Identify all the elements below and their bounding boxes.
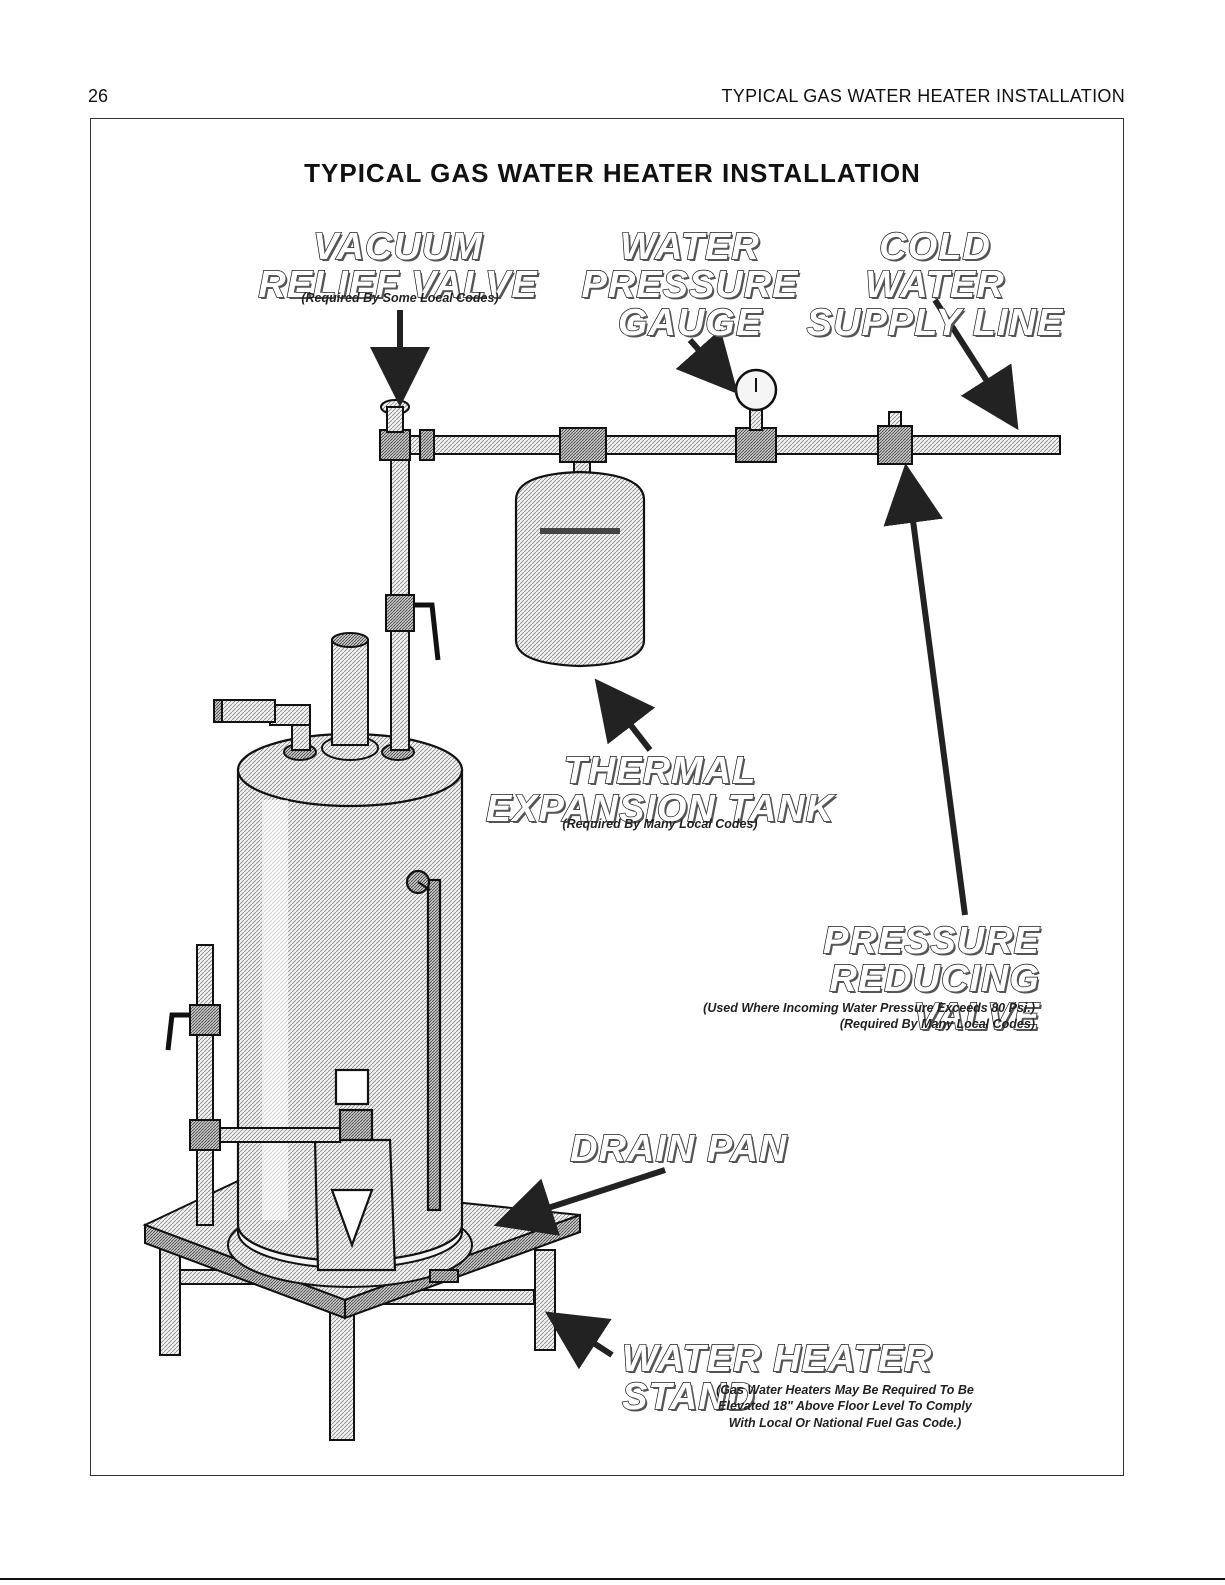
label-drain-pan: DRAIN PAN xyxy=(569,1128,788,1170)
label-water-heater-stand: WATER HEATER STAND xyxy=(621,1338,933,1418)
label-line: COLD WATER xyxy=(865,226,1005,306)
note-line: (Required By Many Local Codes) xyxy=(839,1017,1035,1032)
note-vacuum-relief-valve: (Required By Some Local Codes) xyxy=(301,291,499,305)
label-line: GAUGE xyxy=(617,302,763,344)
note-water-heater-stand: (Gas Water Heaters May Be Required To Be… xyxy=(660,1382,1030,1431)
expansion-tank xyxy=(514,470,646,668)
note-line: With Local Or National Fuel Gas Code.) xyxy=(728,1415,962,1430)
label-line: SUPPLY LINE xyxy=(806,302,1064,344)
note-thermal-expansion-tank: (Required By Many Local Codes) xyxy=(562,817,758,831)
heater-top-fittings xyxy=(213,429,441,761)
label-line: RELIEF VALVE xyxy=(258,264,538,306)
label-line: PRESSURE xyxy=(822,920,1040,962)
note-pressure-reducing-valve: (Used Where Incoming Water Pressure Exce… xyxy=(660,1000,1035,1033)
callout-arrows xyxy=(370,298,1019,1370)
figure-frame xyxy=(90,118,1124,1476)
figure-title: TYPICAL GAS WATER HEATER INSTALLATION xyxy=(304,158,921,188)
note-line: Elevated 18" Above Floor Level To Comply xyxy=(718,1399,972,1414)
bottom-rule xyxy=(0,1578,1225,1580)
page-number: 26 xyxy=(88,86,109,106)
label-line: EXPANSION TANK xyxy=(485,788,835,830)
label-line: WATER xyxy=(620,226,760,268)
label-line: VACUUM xyxy=(312,226,483,268)
gas-supply xyxy=(165,944,341,1226)
page-header: TYPICAL GAS WATER HEATER INSTALLATION xyxy=(721,86,1125,106)
label-line: THERMAL xyxy=(563,750,757,792)
label-water-pressure-gauge: WATER PRESSURE GAUGE xyxy=(580,226,800,344)
label-cold-water-supply-line: COLD WATER SUPPLY LINE xyxy=(805,226,1065,344)
label-vacuum-relief-valve: VACUUM RELIEF VALVE xyxy=(248,226,548,306)
note-line: (Used Where Incoming Water Pressure Exce… xyxy=(703,1001,1035,1015)
label-pressure-reducing-valve: PRESSURE REDUCING VALVE xyxy=(720,920,1040,1038)
label-line: REDUCING VALVE xyxy=(829,958,1040,1038)
label-thermal-expansion-tank: THERMAL EXPANSION TANK xyxy=(480,750,840,830)
label-line: PRESSURE xyxy=(581,264,799,306)
note-line: (Gas Water Heaters May Be Required To Be xyxy=(716,1383,974,1397)
supply-line xyxy=(379,368,1061,477)
heater-tank xyxy=(236,732,464,1272)
